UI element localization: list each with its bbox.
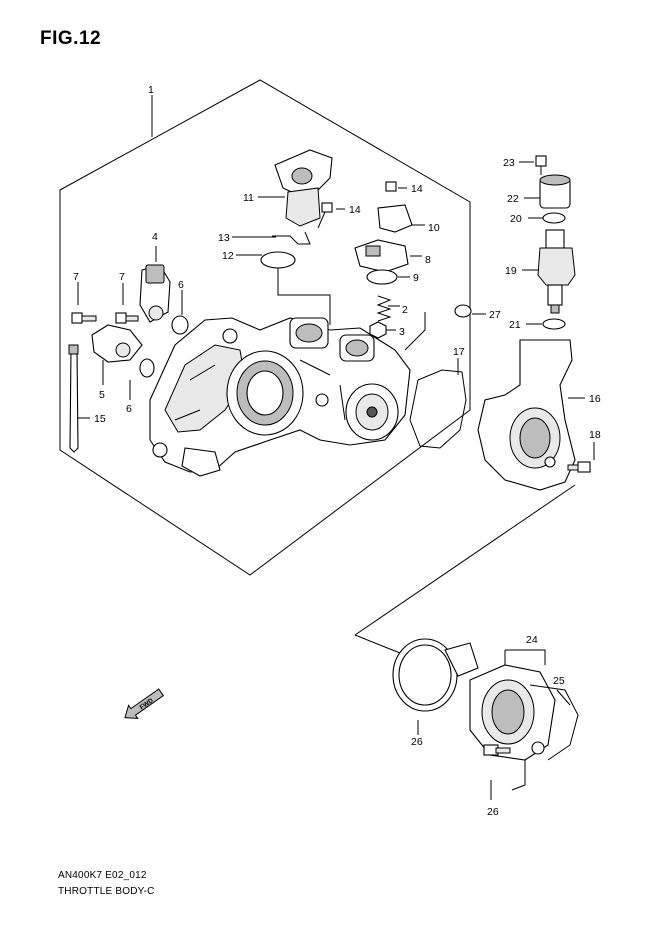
callout-17: 17 — [453, 346, 465, 358]
callout-6a: 6 — [178, 279, 184, 291]
assembly-outline — [59, 79, 471, 576]
throttle-body-casting — [68, 317, 411, 477]
right-centre-parts — [354, 204, 472, 449]
figure-title: FIG.12 — [40, 28, 102, 49]
callout-6b: 6 — [126, 403, 132, 415]
callout-8: 8 — [425, 254, 431, 266]
callout-labels: 1 2 3 4 5 6 6 7 7 8 9 10 11 12 13 14 14 … — [73, 84, 601, 818]
callout-16: 16 — [589, 393, 601, 405]
callout-10: 10 — [428, 222, 440, 234]
callout-5: 5 — [99, 389, 105, 401]
injector-assembly — [477, 155, 591, 491]
top-centre-parts — [260, 149, 397, 269]
callout-18: 18 — [589, 429, 601, 441]
callout-3: 3 — [399, 326, 405, 338]
figure-name: THROTTLE BODY-C — [58, 886, 155, 897]
callout-14b: 14 — [411, 183, 423, 195]
callout-1: 1 — [148, 84, 154, 96]
callout-22: 22 — [507, 193, 519, 205]
lower-group — [392, 638, 579, 761]
callout-14a: 14 — [349, 204, 361, 216]
callout-15: 15 — [94, 413, 106, 425]
figure-code: AN400K7 E02_012 — [58, 870, 147, 881]
callout-25: 25 — [553, 675, 565, 687]
callout-24: 24 — [526, 634, 538, 646]
callout-13: 13 — [218, 232, 230, 244]
callout-4: 4 — [152, 231, 158, 243]
callout-7a: 7 — [73, 271, 79, 283]
callout-11: 11 — [243, 192, 254, 204]
callout-21: 21 — [509, 319, 521, 331]
callout-27: 26 — [411, 736, 423, 748]
fwd-arrow-icon: FWD — [124, 688, 165, 720]
callout-26a: 26 — [487, 806, 499, 818]
callout-7b: 7 — [119, 271, 125, 283]
left-small-parts — [71, 264, 189, 378]
callout-20: 20 — [510, 213, 522, 225]
callout-9: 9 — [413, 272, 419, 284]
callout-23: 23 — [503, 157, 515, 169]
callout-19: 19 — [505, 265, 517, 277]
callout-12: 12 — [222, 250, 234, 262]
leader-lines — [77, 95, 595, 800]
callout-2: 2 — [402, 304, 408, 316]
callout-28: 27 — [489, 309, 501, 321]
